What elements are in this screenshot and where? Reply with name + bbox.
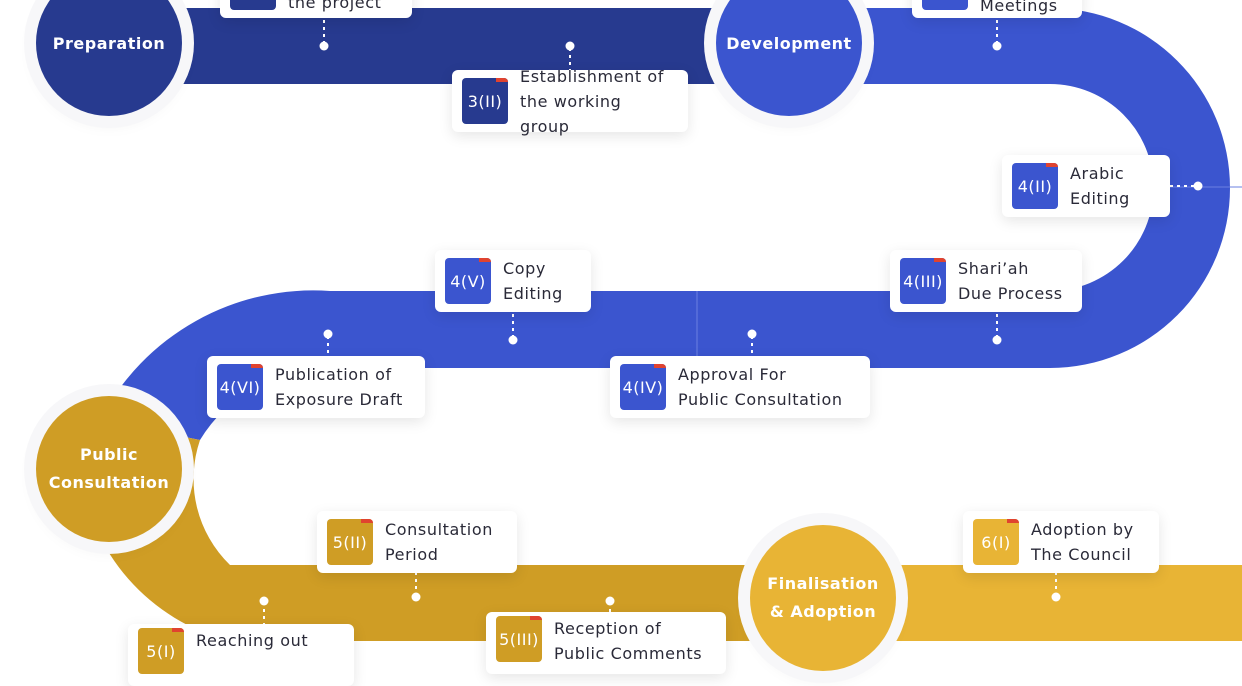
step-card-s4-3: 4(III) Shari’ah Due Process (890, 250, 1082, 312)
step-badge: 4(VI) (217, 364, 263, 410)
phase-preparation: Preparation (36, 0, 182, 116)
step-text: Approval For Public Consultation (678, 365, 843, 409)
phase-development: Development (716, 0, 862, 116)
dot-s4-1 (992, 41, 1002, 51)
step-text: Consultation Period (385, 520, 493, 564)
road-segment-public-consultation (80, 420, 760, 641)
step-card-s2: the project (220, 0, 412, 18)
step-card-s6-1: 6(I) Adoption by The Council (963, 511, 1159, 573)
dot-s4-2 (1193, 181, 1203, 191)
step-badge: 6(I) (973, 519, 1019, 565)
phase-preparation-label: Preparation (52, 33, 166, 53)
step-text: Copy Editing (503, 259, 563, 303)
step-badge: 4(II) (1012, 163, 1058, 209)
road-segment-development (100, 8, 1230, 440)
phase-public-consultation: Public Consultation (36, 396, 182, 542)
dot-s4-3 (992, 335, 1002, 345)
dot-s3-2 (565, 41, 575, 51)
step-card-s3-2: 3(II) Establishment of the working group (452, 67, 688, 136)
dot-s5-2 (411, 592, 421, 602)
step-card-s4-5: 4(V) Copy Editing (435, 250, 591, 312)
road-segment-preparation (100, 8, 720, 84)
step-card-s4-4: 4(IV) Approval For Public Consultation (610, 356, 870, 418)
step-text: Reaching out (196, 631, 309, 650)
step-text: Arabic Editing (1070, 164, 1130, 208)
step-text: Meetings (980, 0, 1058, 15)
step-badge (230, 0, 276, 10)
step-card-s5-1: 5(I) Reaching out (128, 624, 354, 686)
dot-s4-4 (747, 329, 757, 339)
dot-s5-3 (605, 596, 615, 606)
phase-finalisation-label: Finalisation & Adoption (767, 574, 879, 621)
dot-s5-1 (259, 596, 269, 606)
step-badge: 4(III) (900, 258, 946, 304)
step-badge: 5(II) (327, 519, 373, 565)
step-badge: 4(V) (445, 258, 491, 304)
dot-s2 (319, 41, 329, 51)
step-text: Shari’ah Due Process (958, 259, 1063, 303)
step-badge (922, 0, 968, 10)
step-text: the project (288, 0, 382, 12)
dot-s4-5 (508, 335, 518, 345)
step-badge: 4(IV) (620, 364, 666, 410)
dot-s6-1 (1051, 592, 1061, 602)
step-text: Establishment of the working group (520, 66, 664, 136)
step-card-s4-1: Meetings (912, 0, 1082, 18)
step-text: Reception of Public Comments (554, 619, 703, 663)
phase-public-consultation-label: Public Consultation (48, 445, 170, 492)
phase-development-label: Development (726, 33, 852, 53)
phase-finalisation: Finalisation & Adoption (750, 525, 896, 671)
step-card-s5-2: 5(II) Consultation Period (317, 511, 517, 573)
step-card-s4-6: 4(VI) Publication of Exposure Draft (207, 356, 425, 418)
step-badge: 5(III) (496, 616, 542, 662)
step-text: Adoption by The Council (1031, 520, 1134, 564)
step-card-s4-2: 4(II) Arabic Editing (1002, 155, 1170, 217)
step-card-s5-3: 5(III) Reception of Public Comments (486, 612, 726, 674)
step-badge: 5(I) (138, 628, 184, 674)
step-text: Publication of Exposure Draft (275, 365, 403, 409)
step-badge: 3(II) (462, 78, 508, 124)
dot-s4-6 (323, 329, 333, 339)
